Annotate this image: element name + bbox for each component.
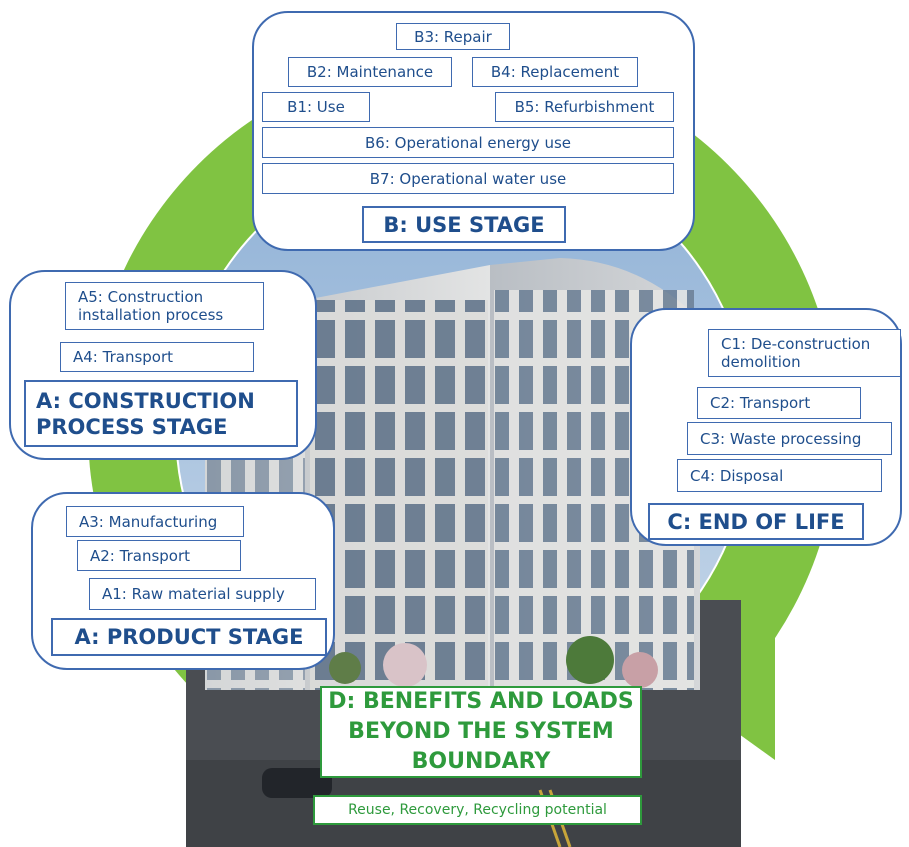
product-stage-title: A: PRODUCT STAGE: [51, 618, 327, 656]
beyond-boundary-subtitle: Reuse, Recovery, Recycling potential: [313, 795, 642, 825]
stage-item-c2: C2: Transport: [697, 387, 861, 419]
stage-item-c1: C1: De-construction demolition: [708, 329, 901, 377]
stage-item-c3: C3: Waste processing: [687, 422, 892, 455]
stage-item-b7: B7: Operational water use: [262, 163, 674, 194]
stage-item-a1: A1: Raw material supply: [89, 578, 316, 610]
stage-item-a2: A2: Transport: [77, 540, 241, 571]
stage-item-b2: B2: Maintenance: [288, 57, 452, 87]
construction-stage-title: A: CONSTRUCTION PROCESS STAGE: [24, 380, 298, 447]
stage-item-c4: C4: Disposal: [677, 459, 882, 492]
stage-item-b6: B6: Operational energy use: [262, 127, 674, 158]
beyond-boundary-title: D: BENEFITS AND LOADS BEYOND THE SYSTEM …: [320, 686, 642, 778]
stage-item-b1: B1: Use: [262, 92, 370, 122]
stage-item-a4: A4: Transport: [60, 342, 254, 372]
stage-item-b3: B3: Repair: [396, 23, 510, 50]
use-stage-title: B: USE STAGE: [362, 206, 566, 243]
stage-item-b5: B5: Refurbishment: [495, 92, 674, 122]
stage-item-a3: A3: Manufacturing: [66, 506, 244, 537]
stage-item-b4: B4: Replacement: [472, 57, 638, 87]
end-of-life-title: C: END OF LIFE: [648, 503, 864, 540]
stage-item-a5: A5: Construction installation process: [65, 282, 264, 330]
